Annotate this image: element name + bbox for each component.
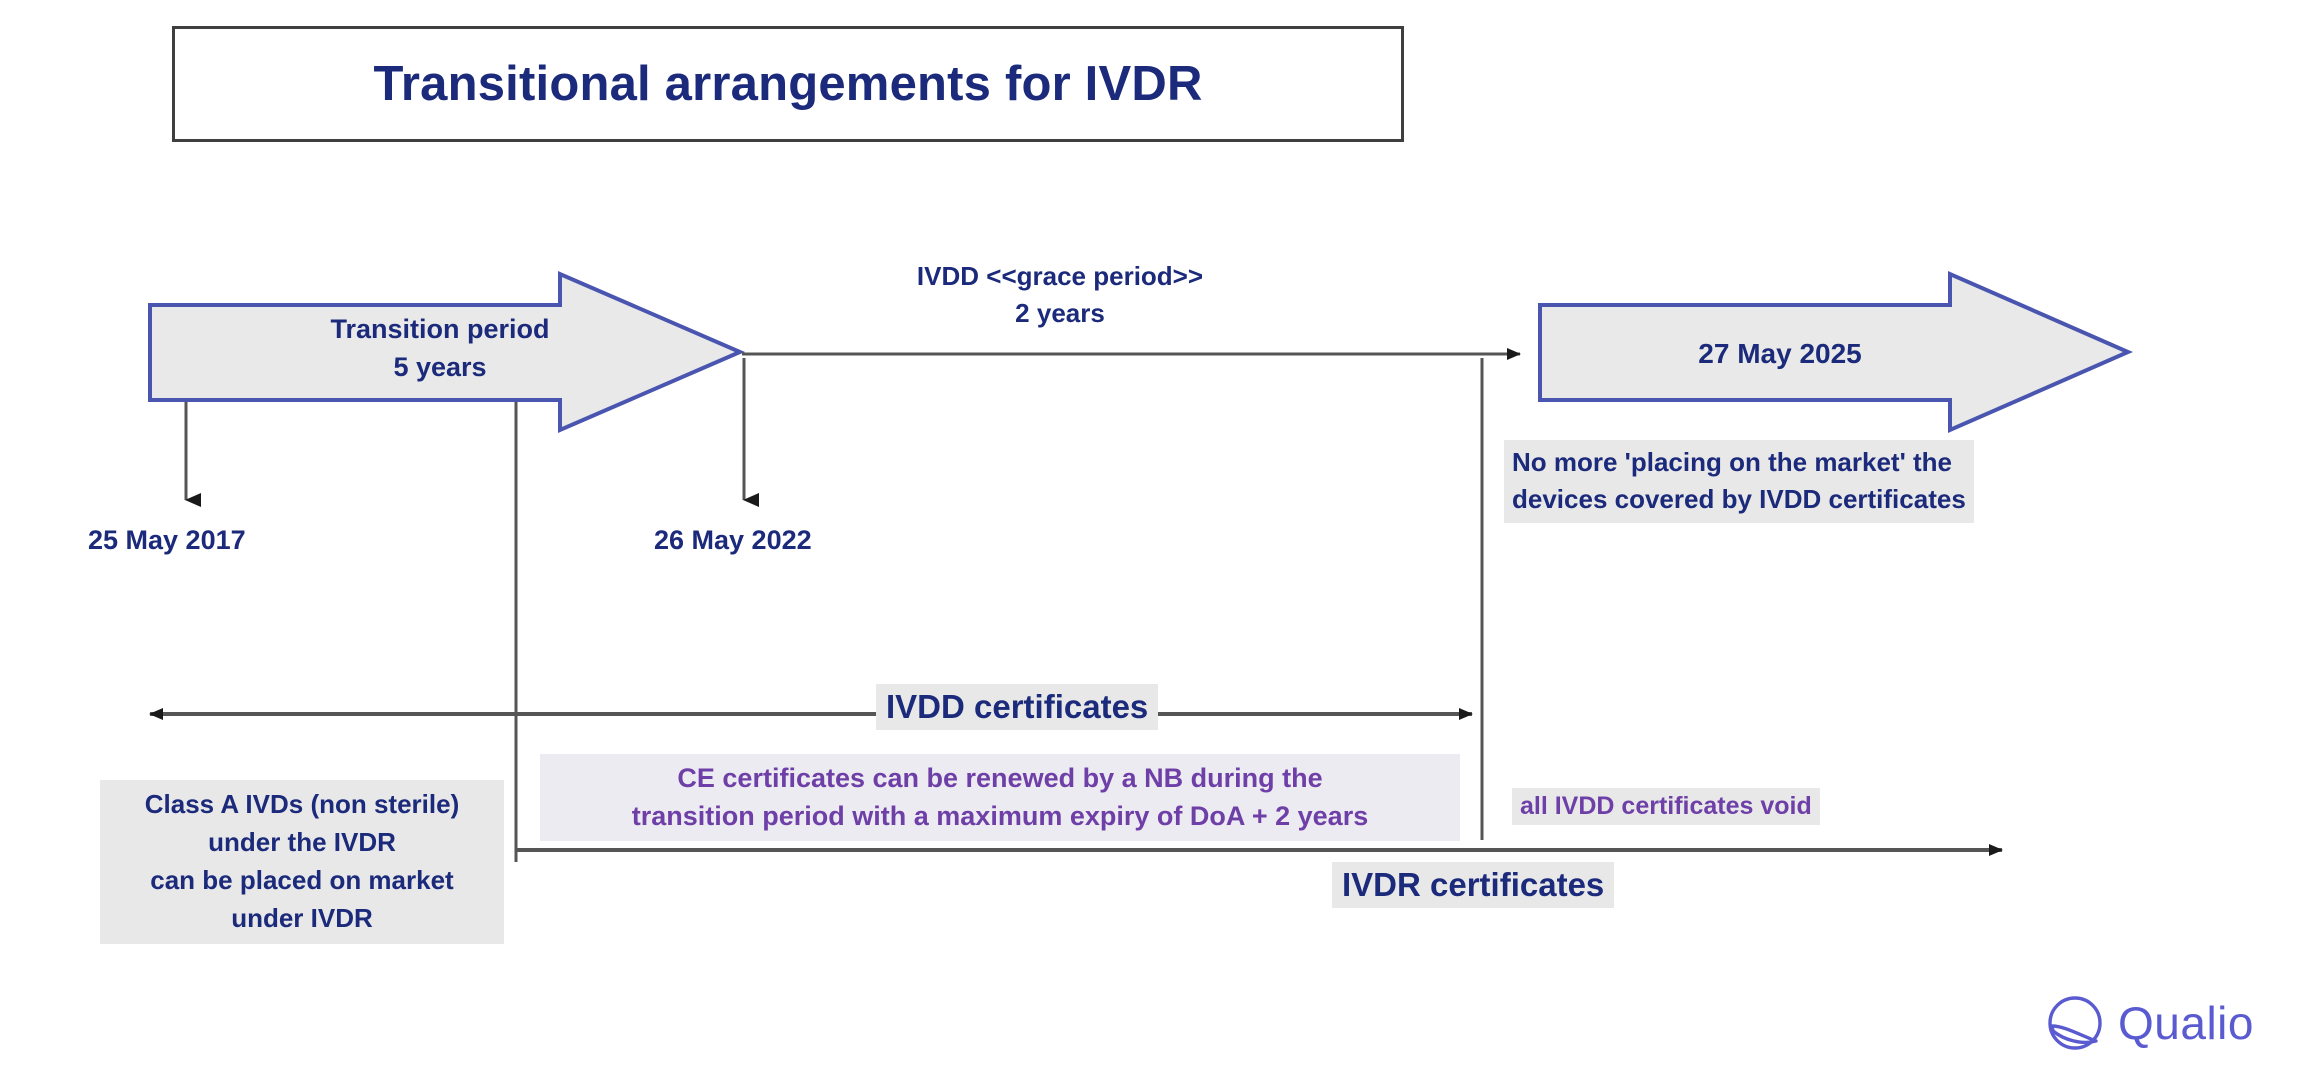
class-a-ivds-note: Class A IVDs (non sterile) under the IVD… [100,780,504,944]
slide-title-box: Transitional arrangements for IVDR [172,26,1404,142]
ivdr-certificates-label: IVDR certificates [1332,862,1615,908]
ivdd-certificates-label: IVDD certificates [876,684,1159,730]
class-a-line2: under the IVDR [208,826,396,857]
ce-renewal-line1: CE certificates can be renewed by a NB d… [677,763,1323,793]
no-more-placing-line1: No more 'placing on the market' the [1512,447,1952,477]
milestone-label-2017: 25 May 2017 [88,525,246,555]
end-date-label: 27 May 2025 [1698,338,1862,369]
no-more-placing-note: No more 'placing on the market' the devi… [1504,440,1974,523]
ce-renewal-line2: transition period with a maximum expiry … [631,801,1369,832]
grace-period-line2: 2 years [1015,297,1105,328]
grace-period-label: IVDD <<grace period>> 2 years [830,258,1290,332]
no-more-placing-line2: devices covered by IVDD certificates [1512,484,1966,515]
qualio-logo: Qualio [2044,992,2254,1054]
class-a-line4: under IVDR [231,902,373,933]
class-a-line1: Class A IVDs (non sterile) [144,789,460,819]
certificates-void-label: all IVDD certificates void [1512,788,1820,825]
transition-period-line2: 5 years [393,352,487,383]
page-title: Transitional arrangements for IVDR [373,57,1203,111]
ce-renewal-note: CE certificates can be renewed by a NB d… [540,754,1460,841]
transition-period-label: Transition period 5 years [160,310,720,387]
class-a-line3: can be placed on market [150,864,454,895]
milestone-label-2022: 26 May 2022 [654,525,812,555]
qualio-wordmark: Qualio [2118,997,2254,1049]
transition-period-line1: Transition period [330,314,550,344]
grace-period-line1: IVDD <<grace period>> [916,261,1204,291]
qualio-circle-swoosh-icon [2048,996,2102,1050]
